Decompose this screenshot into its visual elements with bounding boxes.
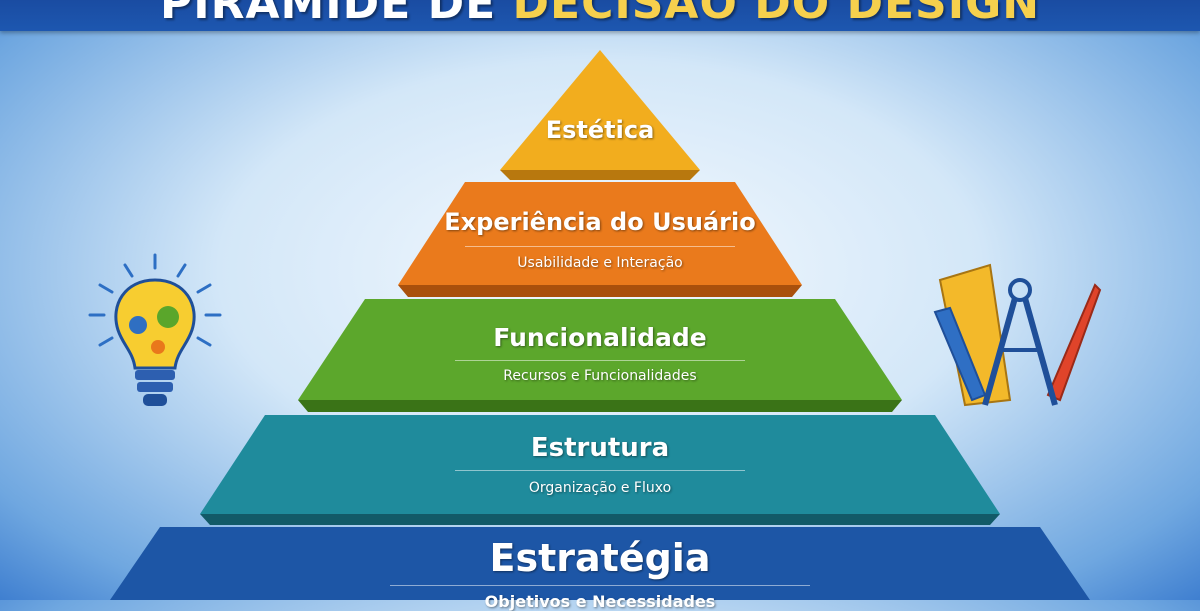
level-2-divider: [465, 246, 735, 247]
title-part-1: PIRÂMIDE DE: [159, 0, 513, 29]
page-title: PIRÂMIDE DE DECISÃO DO DESIGN: [0, 0, 1200, 29]
title-part-2: DECISÃO DO DESIGN: [512, 0, 1041, 29]
level-4-divider: [455, 470, 745, 471]
level-2-subtitle: Usabilidade e Interação: [517, 255, 683, 271]
level-5-title: Estratégia: [489, 536, 711, 580]
lightbulb-gears-icon: [88, 253, 222, 406]
ruler-compass-pencils-icon: [933, 263, 1102, 407]
header-banner: PIRÂMIDE DE DECISÃO DO DESIGN: [0, 0, 1200, 31]
level-estrategia: [110, 527, 1090, 600]
level-2-title: Experiência do Usuário: [444, 208, 756, 236]
level-1-title: Estética: [545, 116, 655, 144]
level-esthetica: [500, 50, 700, 180]
level-estrutura: [200, 415, 1000, 525]
level-5-subtitle: Objetivos e Necessidades: [484, 592, 716, 611]
level-3-divider: [455, 360, 745, 361]
level-experiencia: [398, 182, 802, 297]
level-5-divider: [390, 585, 810, 586]
level-funcionalidade: [298, 299, 902, 412]
level-4-title: Estrutura: [530, 433, 670, 463]
level-4-subtitle: Organização e Fluxo: [528, 480, 672, 496]
level-3-title: Funcionalidade: [493, 323, 707, 352]
level-3-subtitle: Recursos e Funcionalidades: [503, 368, 697, 384]
